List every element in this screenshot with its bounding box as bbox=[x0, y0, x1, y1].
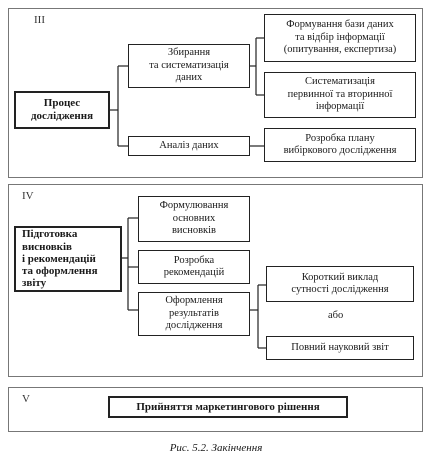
sampling-plan-box: Розробка плану вибіркового дослідження bbox=[264, 128, 416, 162]
section-iii bbox=[8, 8, 423, 178]
section-v bbox=[8, 387, 423, 432]
info-systematization-box: Систематизація первинної та вторинної ін… bbox=[264, 72, 416, 118]
or-label: або bbox=[328, 310, 344, 321]
figure-caption: Рис. 5.2. Закінчення bbox=[169, 442, 263, 454]
results-formatting-box: Оформлення результатів дослідження bbox=[138, 292, 250, 336]
marketing-decision-box: Прийняття маркетингового рішення bbox=[108, 396, 348, 418]
main-conclusions-box: Формулювання основних висновків bbox=[138, 196, 250, 242]
section-v-numeral: V bbox=[22, 393, 30, 405]
brief-summary-box: Короткий виклад сутності дослідження bbox=[266, 266, 414, 302]
recommendations-box: Розробка рекомендацій bbox=[138, 250, 250, 284]
section-iv-numeral: IV bbox=[22, 190, 34, 202]
section-iii-numeral: III bbox=[34, 14, 45, 26]
section-iv bbox=[8, 184, 423, 377]
conclusions-prep-box: Підготовка висновків і рекомендацій та о… bbox=[14, 226, 122, 292]
database-formation-box: Формування бази даних та відбір інформац… bbox=[264, 14, 416, 62]
full-report-box: Повний науковий звіт bbox=[266, 336, 414, 360]
research-process-box: Процес дослідження bbox=[14, 91, 110, 129]
data-analysis-box: Аналіз даних bbox=[128, 136, 250, 156]
data-collection-box: Збирання та систематизація даних bbox=[128, 44, 250, 88]
